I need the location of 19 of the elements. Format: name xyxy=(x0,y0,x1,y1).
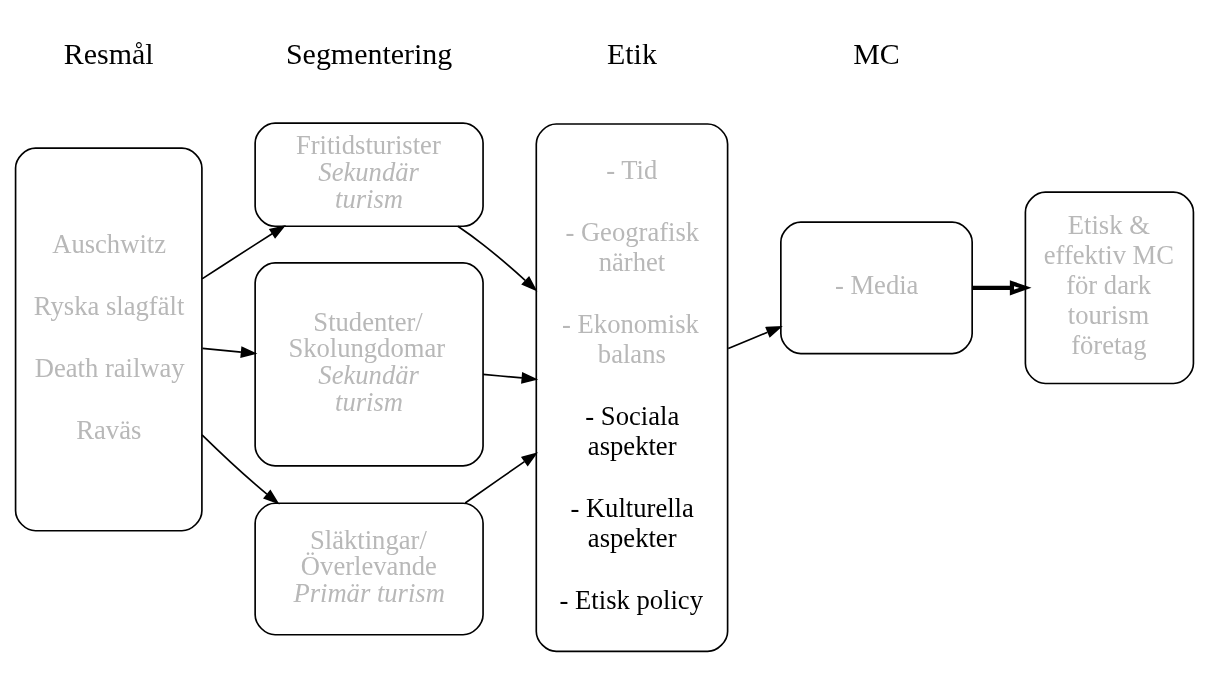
arrow xyxy=(482,371,539,384)
arrow xyxy=(201,345,258,358)
arrow xyxy=(201,433,280,505)
arrow xyxy=(201,224,287,280)
arrow xyxy=(972,279,1032,295)
node-box: - Tid - Geografisk närhet - Ekonomisk balans - Sociala aspekter - Kulturella aspekter - Etisk policy xyxy=(535,122,729,652)
arrow xyxy=(457,225,538,292)
label: Etik xyxy=(607,36,657,70)
label: Segmentering xyxy=(285,36,453,70)
arrow xyxy=(727,325,783,349)
node-box: Studenter/ Skolungdomar Sekundär turism xyxy=(254,261,484,467)
node-box: - Media xyxy=(780,220,973,354)
arrow xyxy=(464,451,538,504)
node-box: Släktingar/ Överlevande Primär turism xyxy=(254,501,484,636)
node-box: Fritidsturister Sekundär turism xyxy=(254,121,484,227)
label: MC xyxy=(853,36,900,70)
label: Resmål xyxy=(63,36,154,70)
node-box: Auschwitz Ryska slagfält Death railway Raväs xyxy=(14,146,203,532)
node-box: Etisk & effektiv MC för dark tourism företag xyxy=(1024,190,1195,384)
